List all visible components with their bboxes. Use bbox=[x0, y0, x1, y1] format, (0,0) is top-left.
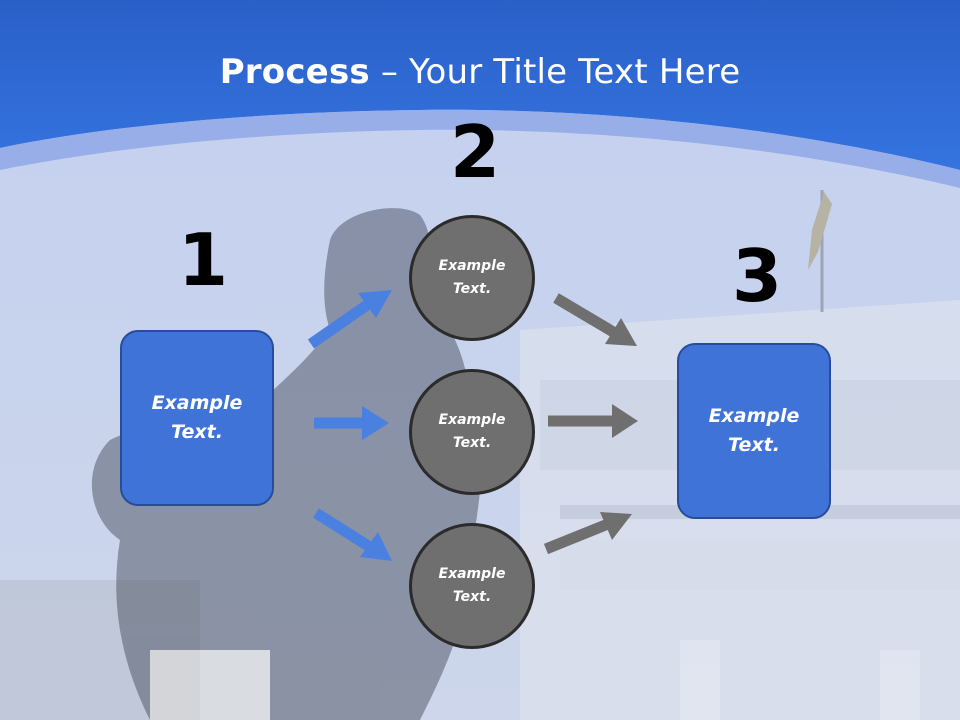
middle-node-3: Example Text. bbox=[409, 523, 535, 649]
title-rest: – Your Title Text Here bbox=[369, 52, 741, 92]
arrow-node-2-to-3 bbox=[548, 404, 638, 438]
arrow-node-3-to-3 bbox=[543, 512, 632, 555]
step-number-2: 2 bbox=[450, 110, 501, 194]
step-number-3: 3 bbox=[732, 234, 783, 318]
middle-node-2: Example Text. bbox=[409, 369, 535, 495]
step-number-1: 1 bbox=[178, 218, 229, 302]
middle-node-1: Example Text. bbox=[409, 215, 535, 341]
arrow-node-1-to-3 bbox=[553, 293, 637, 346]
step-1-box: Example Text. bbox=[120, 330, 274, 506]
arrow-1-to-node-3 bbox=[313, 508, 392, 561]
step-3-box: Example Text. bbox=[677, 343, 831, 519]
slide-title: Process – Your Title Text Here bbox=[0, 52, 960, 92]
arrow-1-to-node-1 bbox=[307, 290, 392, 349]
arrow-1-to-node-2 bbox=[314, 406, 389, 440]
title-bold: Process bbox=[219, 52, 370, 92]
statue-image bbox=[91, 208, 482, 720]
